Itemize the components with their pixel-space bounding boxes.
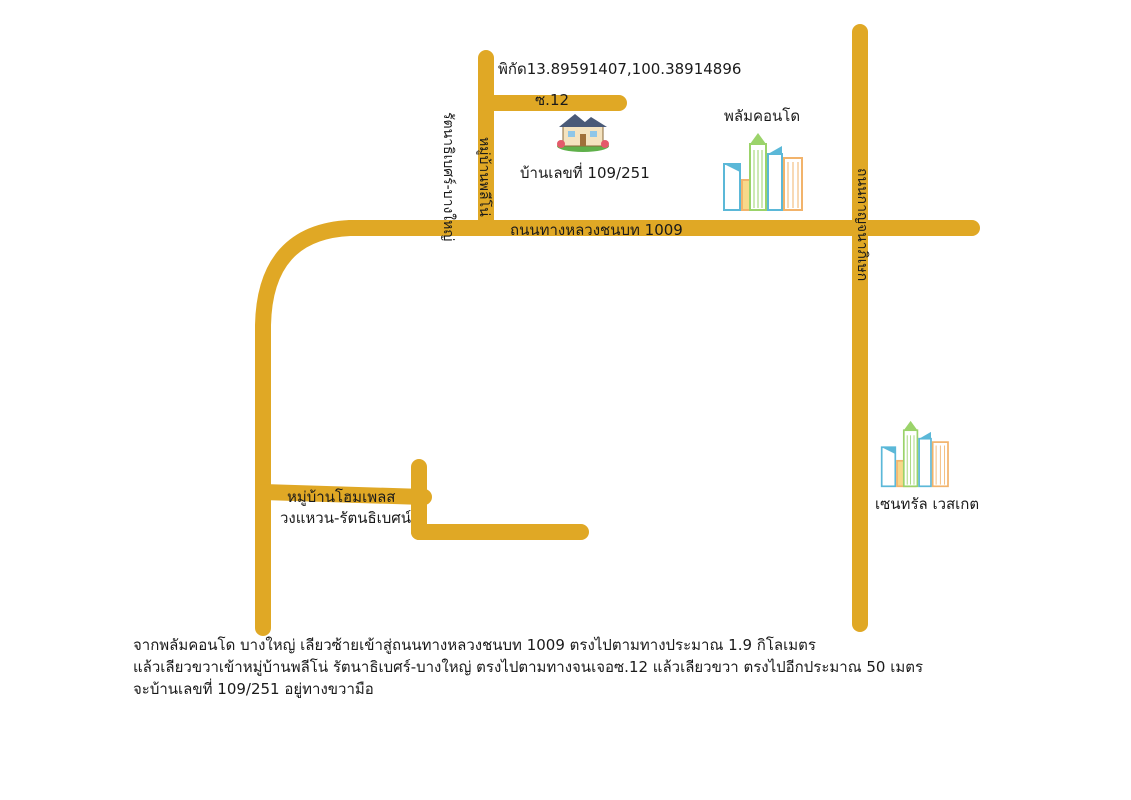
ring-road-label: วงแหวน-รัตนธิเบศน์: [280, 509, 412, 527]
coordinates-label: พิกัด13.89591407,100.38914896: [498, 60, 742, 78]
road-ring-left: [255, 220, 358, 636]
plum-condo-label: พลัมคอนโด: [724, 107, 801, 125]
house-icon: [557, 114, 609, 152]
directions-line-3: จะบ้านเลขที่ 109/251 อยู่ทางขวามือ: [133, 680, 374, 698]
home-place-label: หมู่บ้านโฮมเพลส: [287, 488, 396, 506]
road-vertical-left-label: รัตนาธิเบศร์-บางใหญ่: [440, 112, 456, 242]
road-vertical-right-label: ถนนกาญจนาภิเษก: [854, 168, 870, 282]
buildings-icon-central: [880, 420, 949, 488]
soi-12-label: ซ.12: [535, 91, 570, 109]
village-vertical-label: หมู่บ้านพลีโน่: [476, 137, 492, 217]
directions-line-1: จากพลัมคอนโด บางใหญ่ เลียวซ้ายเข้าสู่ถนน…: [133, 636, 816, 654]
house-label: บ้านเลขที่ 109/251: [520, 164, 650, 182]
directions-line-2: แล้วเลียวขวาเข้าหมู่บ้านพลีโน่ รัตนาธิเบ…: [133, 658, 924, 676]
road-1009-label: ถนนทางหลวงชนบท 1009: [510, 221, 683, 239]
central-label: เซนทรัล เวสเกต: [875, 495, 980, 513]
road-home-place: [255, 484, 432, 505]
buildings-icon-plum: [723, 133, 803, 211]
directions-text: จากพลัมคอนโด บางใหญ่ เลียวซ้ายเข้าสู่ถนน…: [133, 634, 923, 700]
